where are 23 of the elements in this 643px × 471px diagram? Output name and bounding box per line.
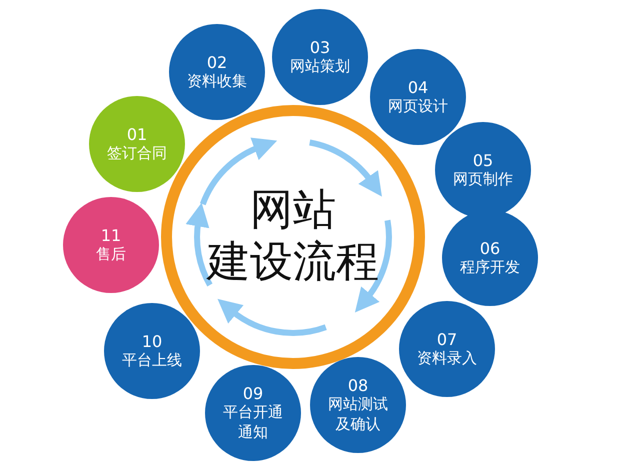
step-number: 02: [206, 52, 228, 72]
step-number: 08: [348, 376, 368, 396]
step-number: 03: [310, 38, 330, 57]
step-label: 平台上线: [121, 350, 183, 370]
step-label: 网站策划: [289, 56, 351, 76]
step-number: 10: [142, 332, 162, 351]
step-number: 07: [436, 330, 458, 349]
step-label: 程序开发: [459, 258, 521, 278]
step-number: 11: [100, 226, 122, 245]
step-number: 04: [408, 78, 428, 97]
step-label: 售后: [95, 244, 127, 264]
step-label: 资料收集: [186, 72, 248, 92]
step-label: 网站测试及确认: [327, 395, 389, 434]
step-number: 09: [242, 384, 264, 404]
step-number: 01: [126, 124, 148, 144]
step-number: 06: [480, 238, 500, 258]
step-label: 网页制作: [452, 170, 514, 190]
center-title: 网站建设流程: [207, 185, 379, 288]
step-label: 签订合同: [106, 144, 168, 164]
step-number: 05: [472, 150, 494, 170]
step-label: 资料录入: [416, 348, 478, 368]
step-label: 平台开通通知: [222, 403, 284, 442]
step-label: 网页设计: [387, 96, 449, 116]
